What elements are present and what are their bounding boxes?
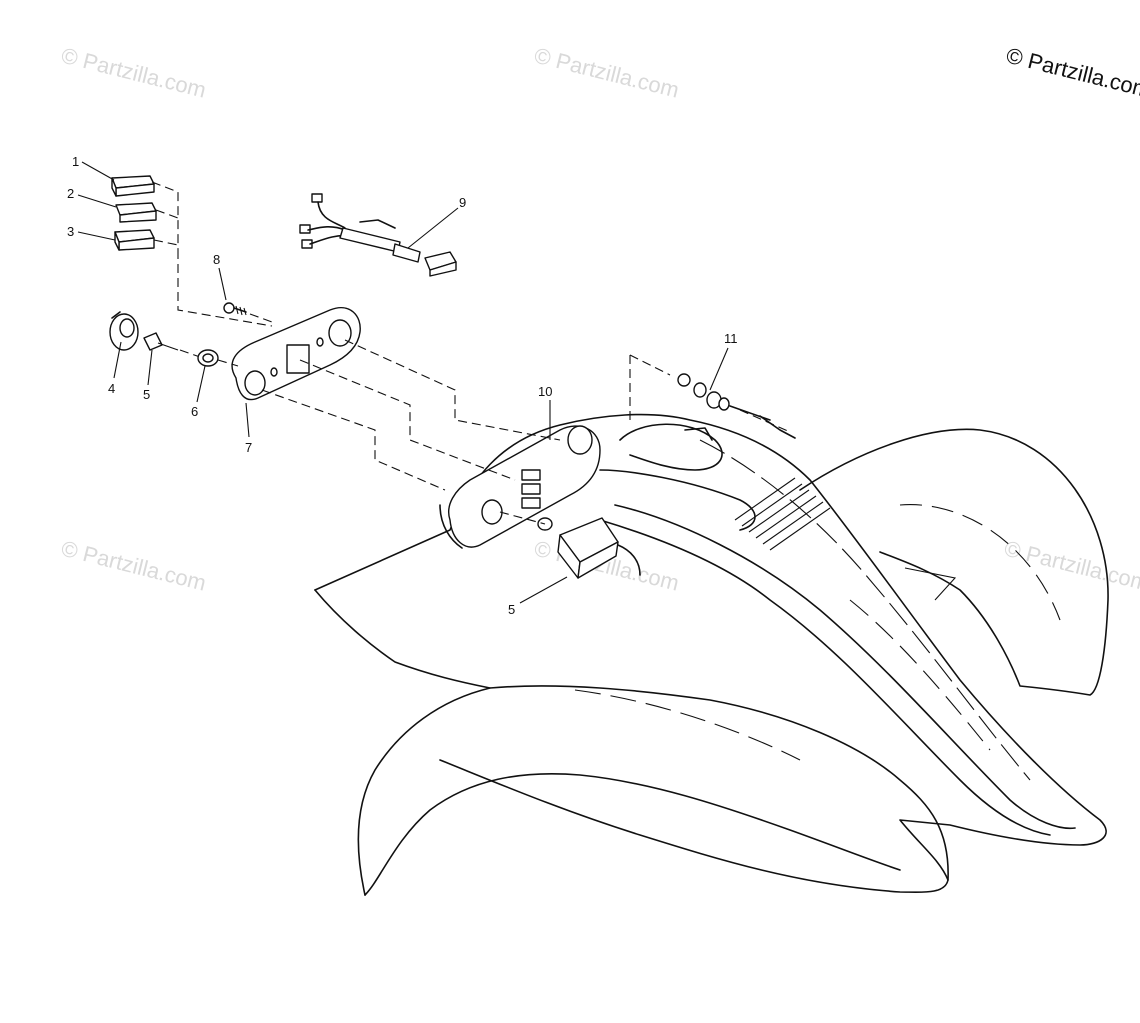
watermark-top-left: © Partzilla.com: [59, 43, 209, 103]
watermarks: © Partzilla.com © Partzilla.com © Partzi…: [59, 43, 1140, 596]
part-5-key: [143, 332, 201, 358]
ridge-hatching: [734, 477, 831, 551]
part-1-switch: [111, 175, 155, 197]
callout-5-key: 5: [143, 387, 150, 402]
part-4-ignition-switch: [109, 311, 139, 351]
callout-6: 6: [191, 404, 198, 419]
part-9-harness: [299, 193, 457, 277]
callout-11: 11: [724, 331, 738, 346]
rear-fender: [314, 413, 1109, 896]
copyright-text: © Partzilla.com: [1004, 43, 1140, 103]
callout-labels: 1 2 3 4 5 6 7 8 9 10 11 5: [67, 154, 738, 617]
part-5-lower-switch: [537, 517, 641, 579]
part-7-plate: [231, 307, 361, 401]
callout-2: 2: [67, 186, 74, 201]
callout-7: 7: [245, 440, 252, 455]
callout-8: 8: [213, 252, 220, 267]
part-6-nut: [197, 349, 219, 367]
callout-5-switch: 5: [508, 602, 515, 617]
leader-lines: [77, 161, 729, 604]
watermark-mid-right: © Partzilla.com: [1002, 536, 1140, 596]
callout-3: 3: [67, 224, 74, 239]
callout-10: 10: [538, 384, 552, 399]
part-3-switch: [114, 229, 155, 251]
callout-1: 1: [72, 154, 79, 169]
part-11-bulb-socket: [677, 373, 796, 439]
part-2-switch: [115, 202, 157, 223]
watermark-mid-left: © Partzilla.com: [59, 536, 209, 596]
part-8-screw: [223, 302, 247, 316]
callout-4: 4: [108, 381, 115, 396]
watermark-top-center: © Partzilla.com: [532, 43, 682, 103]
assembly-lines: [151, 181, 671, 525]
callout-9: 9: [459, 195, 466, 210]
